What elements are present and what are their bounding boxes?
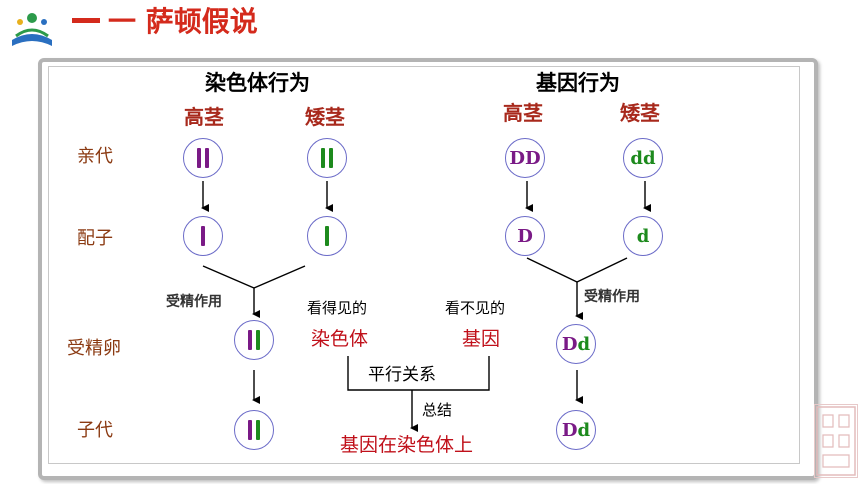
offspring-chromosome bbox=[234, 410, 274, 450]
school-logo-icon bbox=[12, 13, 52, 46]
chromosome-term: 染色体 bbox=[311, 328, 369, 350]
conclusion-text: 基因在染色体上 bbox=[340, 434, 474, 456]
row-label-zygote: 受精卵 bbox=[67, 338, 121, 359]
chromosome-short-label: 矮茎 bbox=[305, 105, 345, 129]
gamete-short-chromosome bbox=[307, 216, 347, 256]
summary-label: 总结 bbox=[422, 401, 453, 419]
fertilization-label-left: 受精作用 bbox=[166, 294, 222, 310]
parent-tall-chromosome bbox=[183, 138, 223, 178]
chromosome-tall-label: 高茎 bbox=[184, 105, 224, 129]
gene-term: 基因 bbox=[462, 328, 501, 350]
row-label-gamete: 配子 bbox=[77, 228, 113, 249]
seal-stamp-icon bbox=[814, 404, 858, 478]
gamete-short-gene: d bbox=[623, 216, 663, 256]
content-board-inner bbox=[48, 66, 800, 464]
visible-label: 看得见的 bbox=[307, 299, 368, 317]
parent-short-gene: dd bbox=[623, 138, 663, 178]
gene-tall-label: 高茎 bbox=[503, 101, 543, 125]
chromosome-heading: 染色体行为 bbox=[205, 71, 310, 95]
zygote-chromosome bbox=[234, 320, 274, 360]
gene-short-label: 矮茎 bbox=[620, 101, 660, 125]
parent-short-chromosome bbox=[307, 138, 347, 178]
page-title: 一 萨顿假说 bbox=[108, 5, 258, 38]
content-board bbox=[38, 58, 818, 480]
fertilization-label-right: 受精作用 bbox=[584, 289, 640, 305]
gamete-tall-chromosome bbox=[183, 216, 223, 256]
parallel-relation: 平行关系 bbox=[368, 365, 436, 385]
row-label-offspring: 子代 bbox=[77, 420, 113, 441]
invisible-label: 看不见的 bbox=[445, 299, 506, 317]
title-dash bbox=[72, 18, 100, 23]
gamete-tall-gene: D bbox=[505, 216, 545, 256]
gene-heading: 基因行为 bbox=[536, 71, 620, 95]
parent-tall-gene: DD bbox=[505, 138, 545, 178]
row-label-parent: 亲代 bbox=[77, 146, 113, 167]
